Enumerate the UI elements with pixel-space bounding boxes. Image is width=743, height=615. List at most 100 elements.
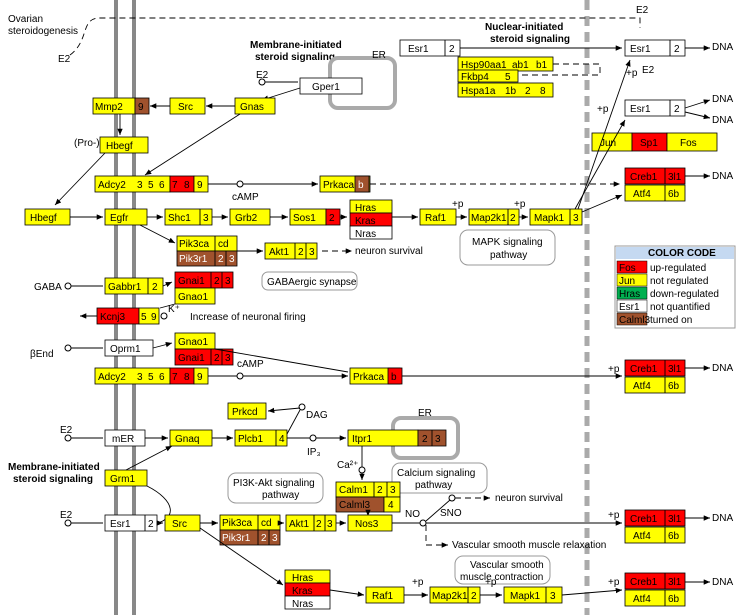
plcb1-n: 4	[279, 434, 285, 445]
membrane-title2-2: steroid signaling	[13, 474, 93, 485]
prkcd: Prkcd	[232, 407, 258, 418]
pi3k-pathway-2: pathway	[262, 490, 299, 501]
no: NO	[405, 509, 420, 520]
sp1: Sp1	[640, 138, 658, 149]
mmp2: Mmp2	[95, 102, 123, 113]
nuclear-title-2: steroid signaling	[490, 34, 570, 45]
adcy2-top-6: 6	[159, 180, 165, 191]
gaba-synapse: GABAergic synapse	[267, 277, 357, 288]
esr1-r1-n: 2	[674, 44, 680, 55]
gnai1-3: 3	[225, 276, 231, 287]
itpr1-3: 3	[435, 434, 441, 445]
er-label-2: ER	[418, 408, 432, 419]
kras-low: Kras	[292, 586, 313, 597]
pik3ca-low: Pik3ca	[222, 518, 252, 529]
plus-p-3: +p	[452, 199, 464, 210]
kplus: K⁺	[168, 304, 180, 315]
gabbr1: Gabbr1	[108, 282, 142, 293]
creb1-bottom-b: 3l1	[668, 577, 682, 588]
pik3ca-low-n: cd	[261, 518, 272, 529]
adcy2-top-7: 7	[172, 180, 178, 191]
sos1-n: 2	[329, 213, 335, 224]
src-top: Src	[178, 102, 193, 113]
atf4-bottom-b: 6b	[668, 594, 680, 605]
fkbp4-n: 5	[505, 72, 511, 83]
calcium-pathway-1: Calcium signaling	[397, 468, 475, 479]
adcy2-top-5: 5	[148, 180, 154, 191]
adcy2-b: Adcy2	[98, 372, 126, 383]
akt1: Akt1	[269, 247, 289, 258]
pik3r1-low-3: 3	[272, 533, 278, 544]
shc1: Shc1	[168, 213, 191, 224]
neuron-survival-1: neuron survival	[355, 246, 423, 257]
neuron-survival-2: neuron survival	[495, 493, 563, 504]
fos: Fos	[680, 138, 697, 149]
jun: Jun	[600, 138, 616, 149]
legend-text-2: not regulated	[650, 276, 708, 287]
hspa1: Hspa1a	[461, 86, 496, 97]
adcy2-top: Adcy2	[98, 180, 126, 191]
e2-mid: E2	[256, 70, 269, 81]
adcy2-b-3: 3	[137, 372, 143, 383]
gnai1-b-2: 2	[214, 353, 220, 364]
raf1-low: Raf1	[372, 591, 394, 602]
esr1-r2-n: 2	[674, 104, 680, 115]
creb1-low-b: 3l1	[668, 514, 682, 525]
hsp90: Hsp90aa1	[461, 60, 507, 71]
mapk-pathway-2: pathway	[490, 250, 527, 261]
creb1-b-b: 3l1	[668, 364, 682, 375]
plus-p-6: +p	[608, 510, 620, 521]
egfr: Egfr	[110, 213, 129, 224]
vascular-contr-1: Vascular smooth	[470, 560, 544, 571]
increase-firing: Increase of neuronal firing	[190, 312, 306, 323]
adcy2-top-3: 3	[137, 180, 143, 191]
ovarian-label-1: Ovarian	[8, 14, 43, 25]
akt1-low-3: 3	[327, 519, 333, 530]
hras-low: Hras	[292, 573, 313, 584]
gper1: Gper1	[312, 82, 340, 93]
gabbr1-n: 2	[152, 282, 158, 293]
pik3ca-n: cd	[218, 239, 229, 250]
prkaca-b-b: b	[391, 372, 397, 383]
atf4-b: Atf4	[633, 381, 651, 392]
kras: Kras	[355, 216, 376, 227]
hsp90-b: ab1	[512, 60, 529, 71]
hspa1-c: 2	[525, 86, 531, 97]
grm1: Grm1	[110, 474, 135, 485]
ca-ion: Ca²⁺	[337, 460, 358, 471]
dna-4: DNA	[712, 171, 733, 182]
plcb1: Plcb1	[238, 434, 263, 445]
gnai1-2: 2	[214, 276, 220, 287]
gnai1-b-3: 3	[225, 353, 231, 364]
pik3r1-3: 3	[229, 254, 235, 265]
esr1-low: Esr1	[110, 519, 131, 530]
pi3k-pathway-1: PI3K-Akt signaling	[233, 478, 315, 489]
akt1-low: Akt1	[289, 519, 309, 530]
akt1-2: 2	[298, 247, 304, 258]
src-low: Src	[172, 519, 187, 530]
map2k1-low: Map2k1	[432, 591, 468, 602]
legend-gene-3: Hras	[619, 289, 640, 300]
plus-p-9: +p	[608, 577, 620, 588]
pik3r1: Pik3r1	[179, 254, 208, 265]
esr1-top-n: 2	[449, 44, 455, 55]
adcy2-b-8: 8	[184, 372, 190, 383]
kcnj3-9: 9	[151, 312, 157, 323]
pik3ca: Pik3ca	[179, 239, 209, 250]
e2-top-left: E2	[58, 54, 71, 65]
dna-3: DNA	[712, 115, 733, 126]
dna-2: DNA	[712, 94, 733, 105]
calm1-3: 3	[390, 485, 396, 496]
membrane-title-2: steroid signaling	[255, 52, 335, 63]
nras: Nras	[355, 229, 376, 240]
calcium-pathway-2: pathway	[415, 480, 452, 491]
adcy2-b-9: 9	[197, 372, 203, 383]
gnaq: Gnaq	[175, 434, 199, 445]
vascular-contr-2: muscle contraction	[460, 572, 543, 583]
plus-p-8: +p	[485, 577, 497, 588]
legend-gene-1: Fos	[619, 263, 636, 274]
er-label: ER	[372, 50, 386, 61]
gnai1-b: Gnai1	[178, 353, 205, 364]
gnai1: Gnai1	[178, 276, 205, 287]
